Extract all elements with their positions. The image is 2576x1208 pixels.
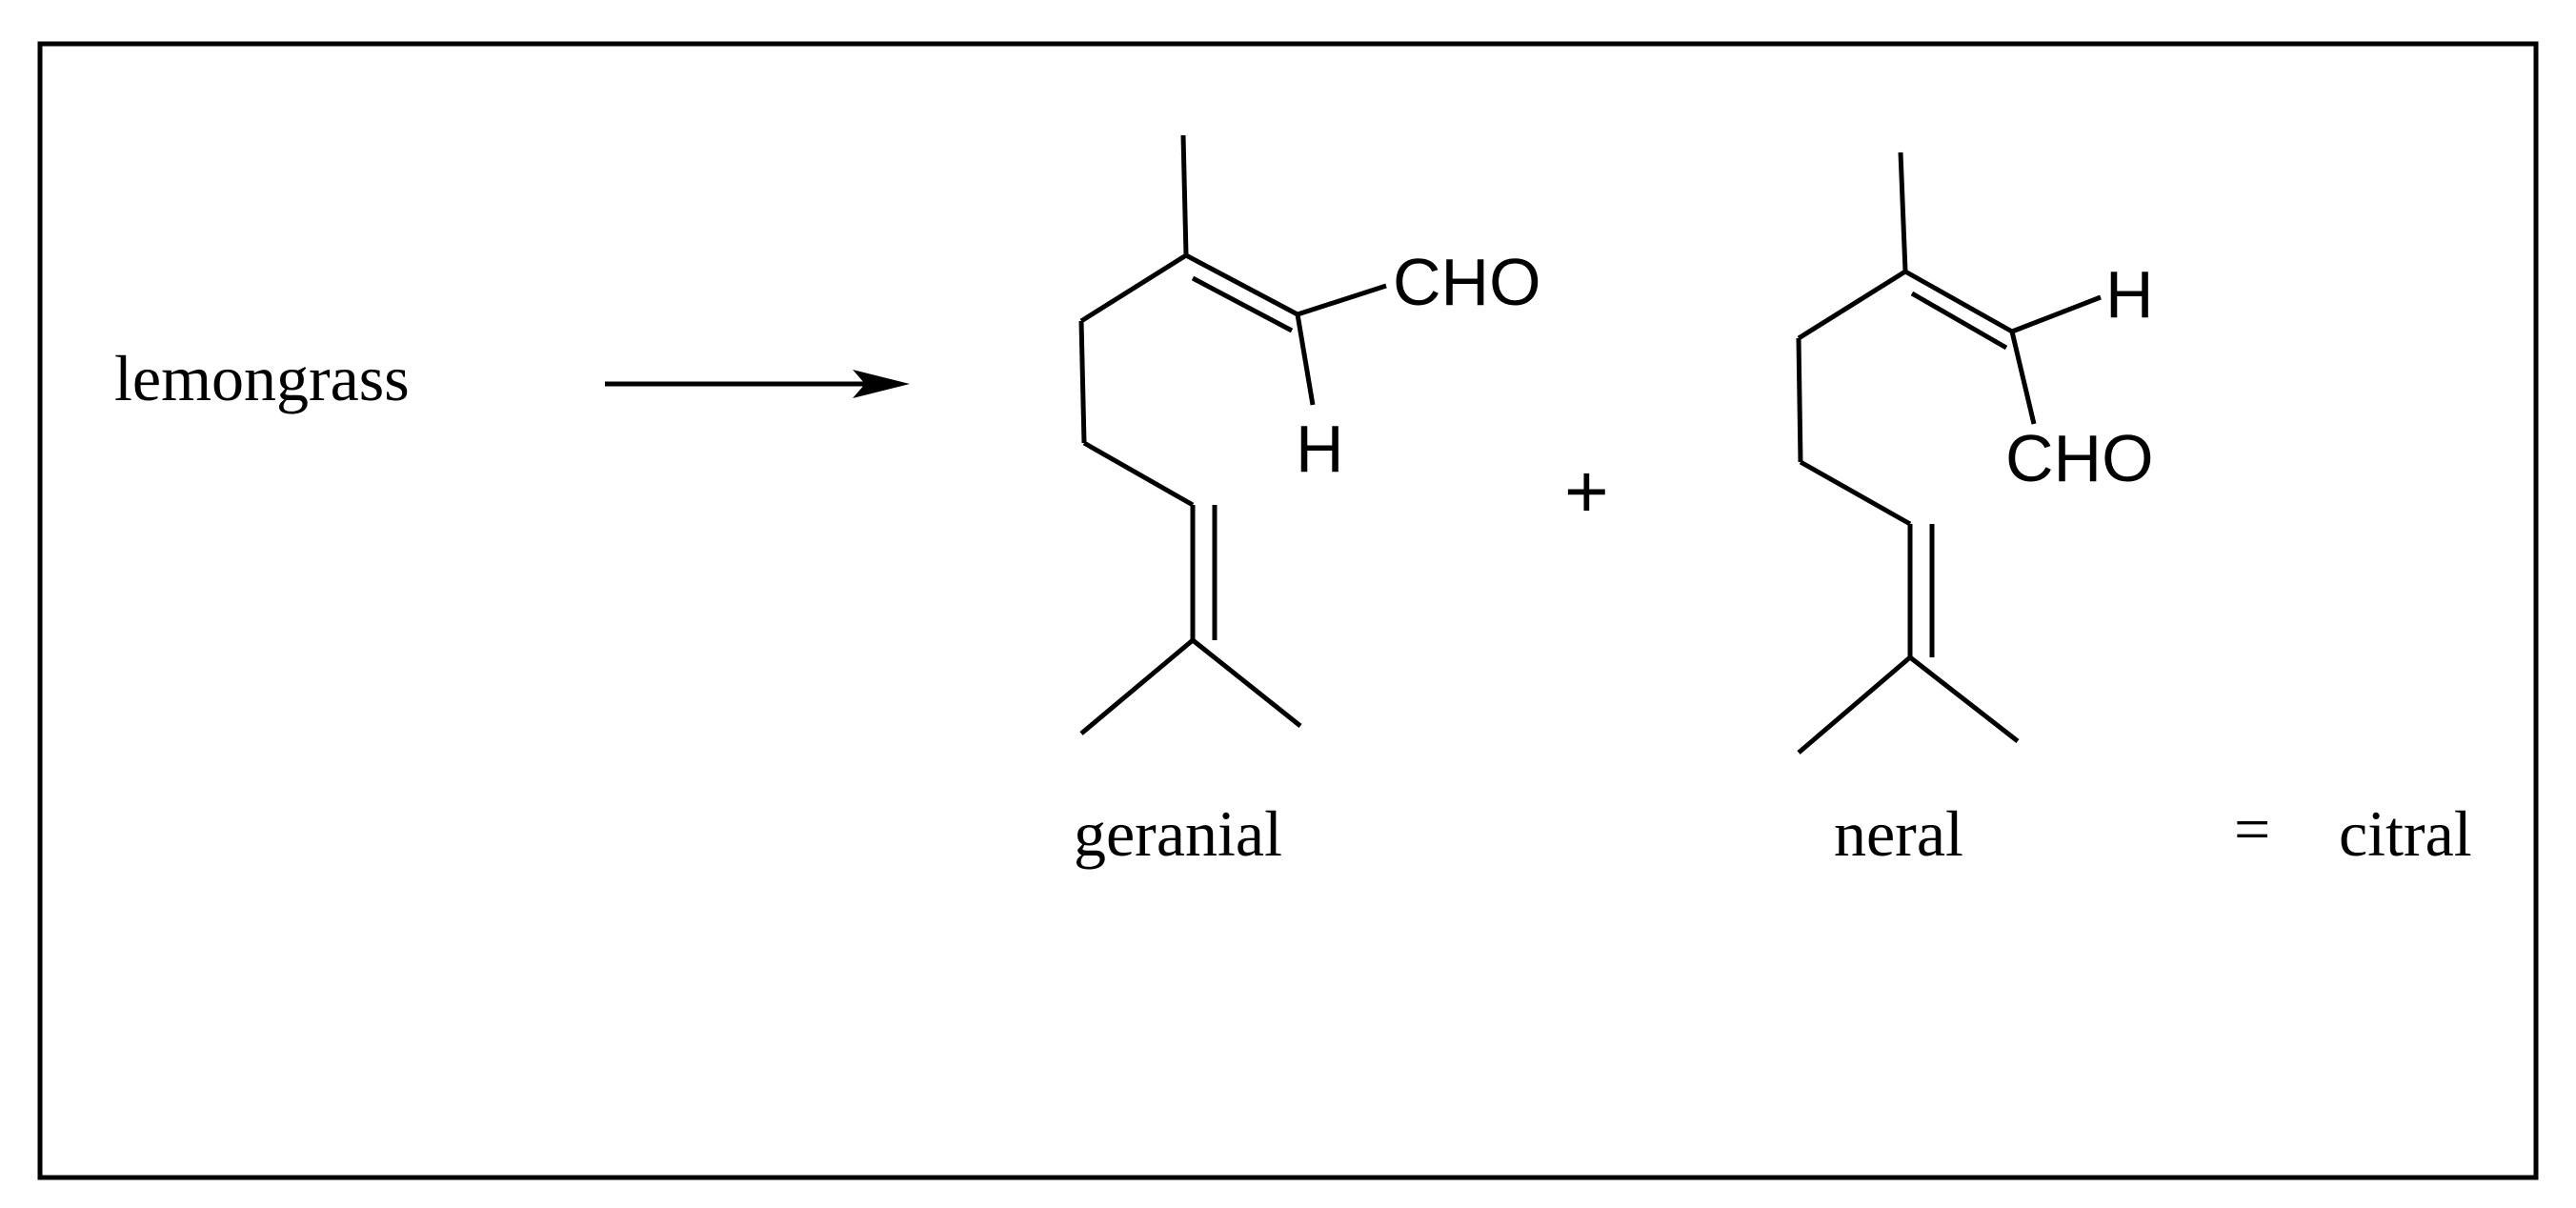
plus-sign: + — [1564, 449, 1609, 534]
neral-cho-label: CHO — [2005, 421, 2154, 495]
equals-sign: = — [2234, 793, 2270, 865]
diagram-frame — [37, 41, 2539, 1180]
neral-h-label: H — [2105, 257, 2154, 332]
citral-label: citral — [2339, 797, 2472, 870]
reaction-arrow — [605, 370, 910, 398]
geranial-label: geranial — [1074, 797, 1282, 870]
arrowhead-icon — [853, 370, 910, 398]
neral-structure: H CHO — [1796, 151, 2154, 755]
geranial-structure: CHO H — [1078, 134, 1541, 735]
neral-label: neral — [1834, 797, 1963, 870]
geranial-cho-label: CHO — [1393, 245, 1541, 319]
source-label: lemongrass — [114, 342, 410, 414]
geranial-h-label: H — [1296, 412, 1344, 486]
